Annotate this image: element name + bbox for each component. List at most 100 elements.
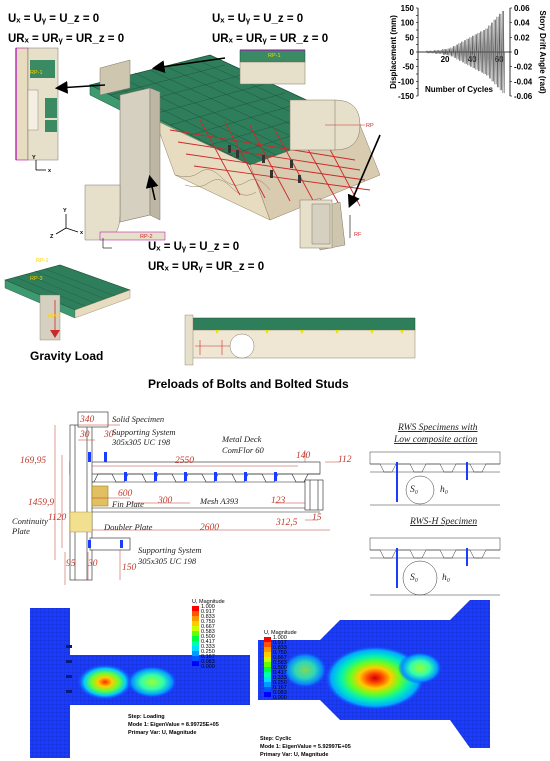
fea-left-primary: Primary Var: U, Magnitude [128, 730, 196, 736]
legend-value-3: 0.750 [201, 619, 215, 625]
dim-112: 112 [338, 455, 352, 465]
legend-value-8: 0.333 [201, 644, 215, 650]
chart-y2label: Story Drift Angle (rad) [538, 10, 547, 94]
legend-value-0: 1.000 [273, 635, 287, 641]
chart-ylabel: Displacement (mm) [389, 15, 398, 89]
legend-title: U, Magnitude [192, 599, 225, 605]
axis-z-label-2: Z [50, 234, 54, 240]
legend-swatch-10 [192, 656, 199, 661]
bc-top-left-line1: Uₓ = Uᵧ = U_z = 0 [8, 13, 99, 25]
dim-95: 95 [66, 559, 76, 569]
gravity-rp-1: RP-1 [36, 258, 49, 264]
axis-y-label-1: Y [32, 155, 36, 161]
rp-label-circle: RP [366, 123, 374, 129]
legend-value-10: 0.167 [201, 654, 215, 660]
legend-value-4: 0.667 [201, 624, 215, 630]
axes-triad: Y x Z [50, 208, 84, 240]
legend-swatch-9 [192, 651, 199, 656]
chart-ytick-label: 150 [401, 4, 415, 13]
fea-left-mode: Mode 1: EigenValue = 8.99725E+05 [128, 722, 219, 728]
dim-300: 300 [157, 496, 173, 506]
fea-right-primary: Primary Var: U, Magnitude [260, 752, 328, 758]
chart-xtick-label: 40 [468, 55, 477, 64]
legend-swatch-9 [264, 682, 271, 687]
legend-swatch-7 [264, 672, 271, 677]
note-deck1: Metal Deck [221, 434, 262, 444]
legend-value-7: 0.417 [201, 639, 215, 645]
rp-label-rf: RF [354, 232, 362, 238]
bottom-support-detail: RP-2 [84, 184, 166, 249]
dim-30b: 30 [103, 430, 114, 440]
gravity-rp-2: RP-2 [48, 314, 61, 320]
legend-value-4: 0.667 [273, 655, 287, 661]
chart-ytick-label: 50 [405, 33, 414, 42]
legend-swatch-6 [264, 667, 271, 672]
rws-h0: h₀ [440, 485, 448, 495]
gravity-rp-3: RP-3 [30, 276, 43, 282]
legend-value-8: 0.333 [273, 675, 287, 681]
chart-y2tick-label: 0 [514, 48, 519, 57]
fe-model-3d [88, 54, 381, 251]
drawing-notes: Solid Specimen Supporting System 305x305… [11, 414, 265, 566]
fea-right-step: Step: Cyclic [260, 736, 291, 742]
dim-15: 15 [312, 513, 322, 523]
rws-s0: S₀ [410, 485, 418, 495]
bc-bottom-line1: Uₓ = Uᵧ = U_z = 0 [148, 241, 239, 253]
rp-label-top: RP-1 [268, 53, 281, 59]
rws-title2: Low composite action [393, 435, 478, 445]
chart-y2tick-label: 0.02 [514, 33, 530, 42]
chart-ytick-label: -100 [398, 77, 415, 86]
bc-bottom-line2: URₓ = URᵧ = UR_z = 0 [148, 261, 264, 273]
note-doubler: Doubler Plate [103, 522, 153, 532]
note-fin: Fin Plate [111, 499, 144, 509]
bc-top-mid-line2: URₓ = URᵧ = UR_z = 0 [212, 33, 328, 45]
dim-150: 150 [122, 563, 137, 573]
legend-value-1: 0.917 [201, 609, 215, 615]
bc-top-left-line2: URₓ = URᵧ = UR_z = 0 [8, 33, 124, 45]
loading-protocol-chart: 150100500-50-100-1500.060.040.020-0.02-0… [389, 4, 547, 101]
legend-value-11: 0.083 [201, 659, 215, 665]
note-supp-bot2: 305x305 UC 198 [137, 556, 197, 566]
note-solid: Solid Specimen [112, 414, 164, 424]
legend-swatch-11 [264, 692, 271, 697]
note-cont2: Plate [11, 526, 30, 536]
dim-123: 123 [271, 496, 286, 506]
chart-series-line [417, 10, 505, 94]
rws-h-section: RWS-H Specimen S₀ h₀ [369, 517, 501, 596]
legend-title: U, Magnitude [264, 630, 297, 636]
legend-swatch-5 [264, 662, 271, 667]
chart-y2tick-label: 0.04 [514, 19, 530, 28]
legend-swatch-3 [264, 652, 271, 657]
axis-x-label-1: x [48, 168, 52, 174]
chart-xtick-label: 60 [495, 55, 504, 64]
left-detail: RP-1 Y x [15, 47, 59, 174]
dim-2600: 2600 [200, 523, 219, 533]
rws-title1: RWS Specimens with [397, 423, 478, 433]
axis-x-label-2: x [80, 230, 84, 236]
legend-value-7: 0.417 [273, 670, 287, 676]
callout-arrows [54, 57, 381, 208]
legend-swatch-5 [192, 631, 199, 636]
dim-140: 140 [296, 451, 311, 461]
chart-ytick-label: -50 [402, 63, 414, 72]
right-detail-top: RP-1 [239, 49, 306, 85]
legend-swatch-11 [192, 661, 199, 666]
dim-340: 340 [79, 415, 95, 425]
dim-1459: 1459,9 [28, 498, 54, 508]
legend-swatch-6 [192, 636, 199, 641]
note-deck2: ComFlor 60 [222, 445, 265, 455]
legend-value-12: 0.000 [201, 664, 215, 670]
legend-swatch-1 [264, 642, 271, 647]
drawing-studs [88, 452, 277, 548]
legend-value-11: 0.083 [273, 690, 287, 696]
legend-swatch-4 [192, 626, 199, 631]
legend-swatch-1 [192, 611, 199, 616]
legend-value-1: 0.917 [273, 640, 287, 646]
chart-xlabel: Number of Cycles [425, 85, 494, 94]
gravity-load-model: RP-1 RP-3 RP-2 [4, 258, 131, 341]
legend-swatch-7 [192, 641, 199, 646]
chart-y2tick-label: -0.02 [514, 63, 533, 72]
dim-312: 312,5 [275, 518, 298, 528]
